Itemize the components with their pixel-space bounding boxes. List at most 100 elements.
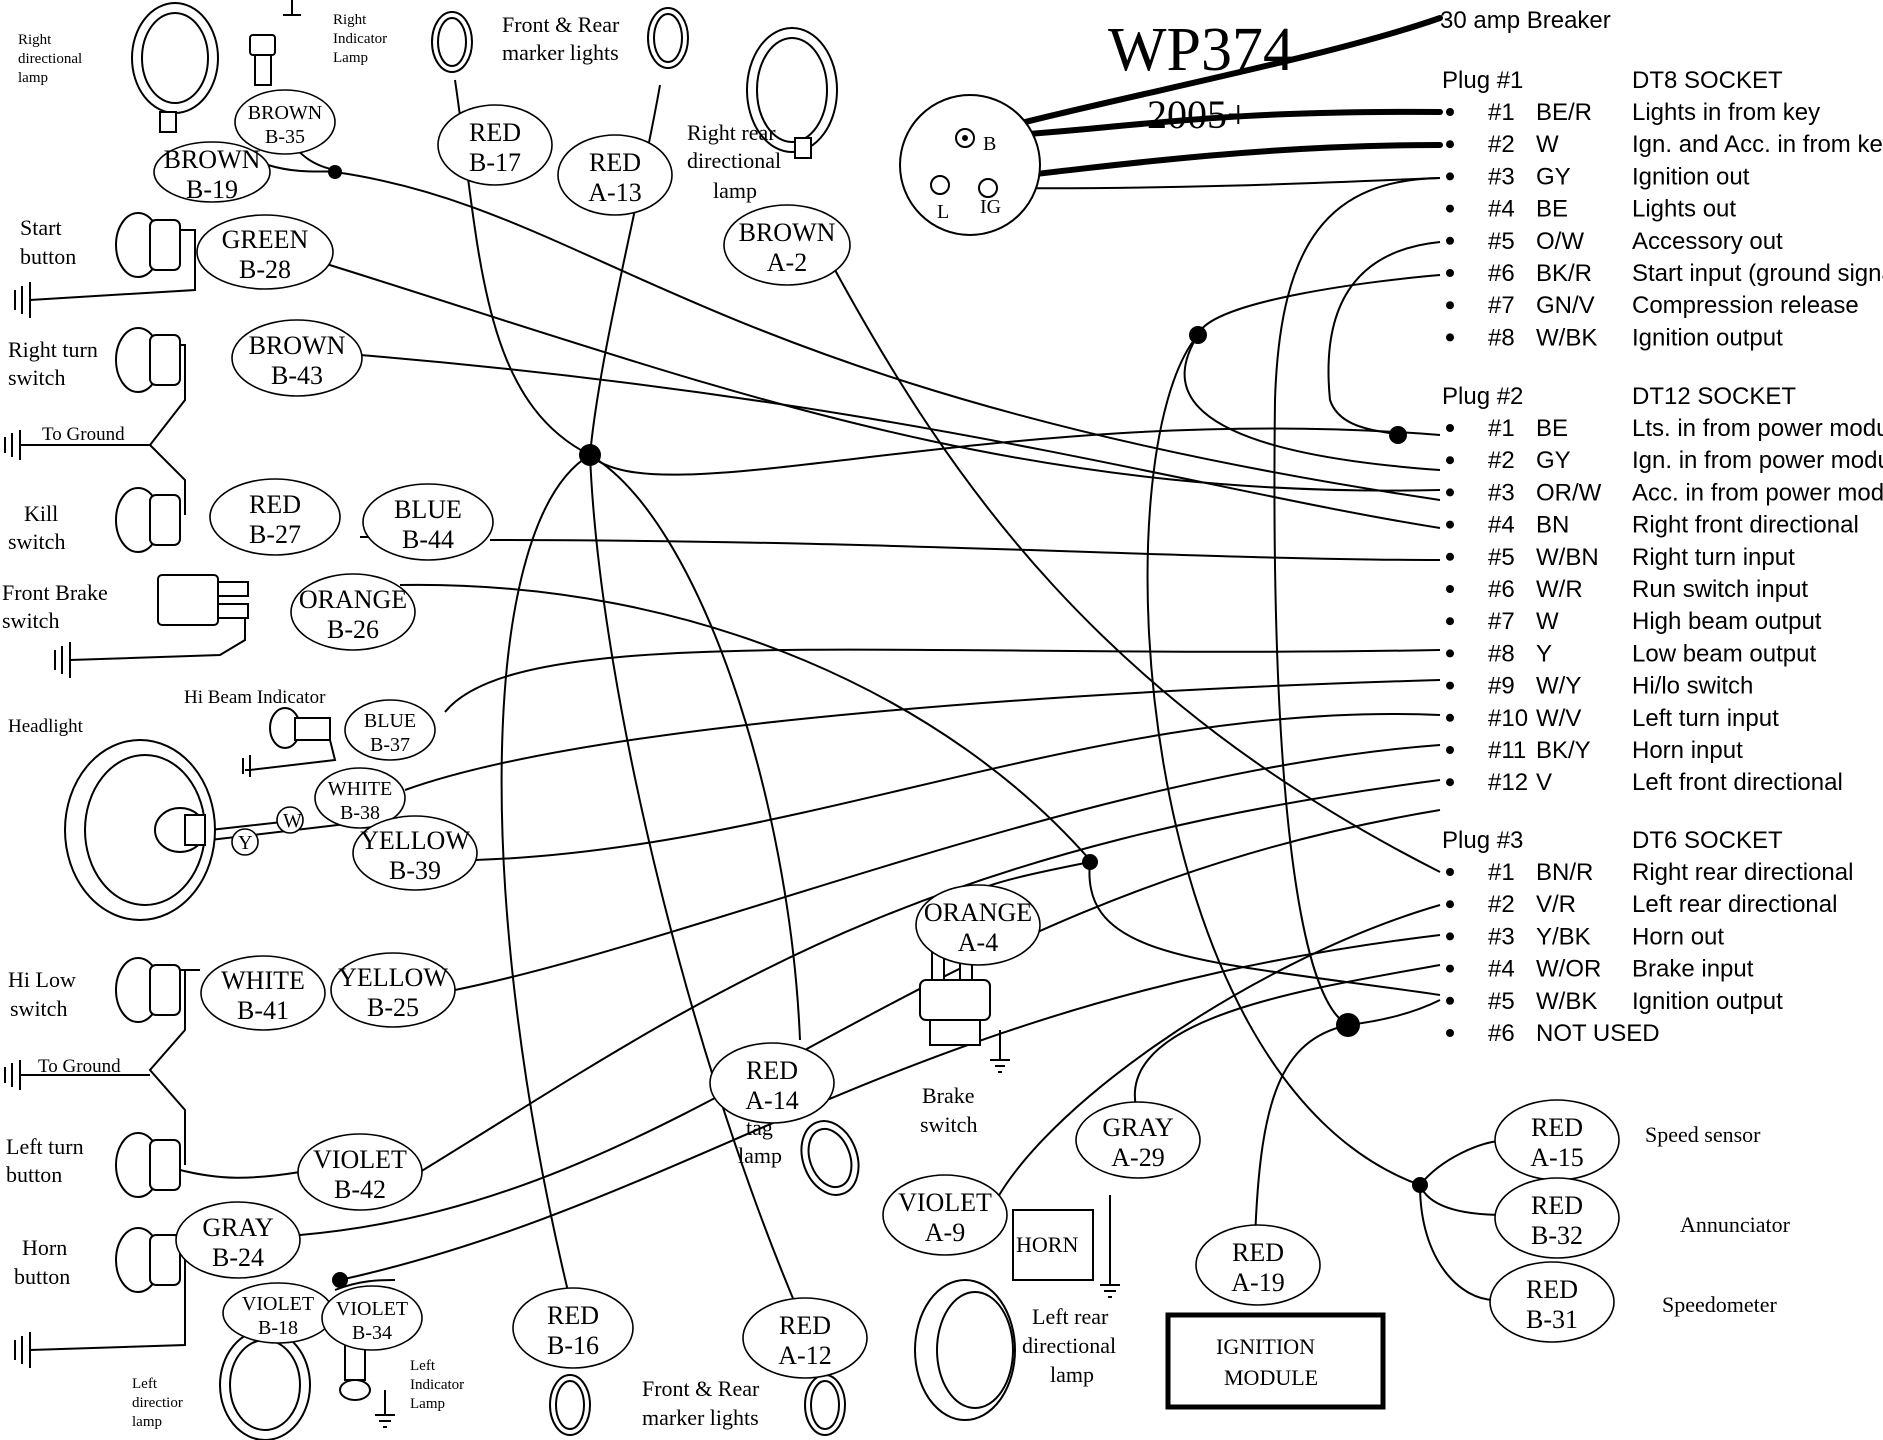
pin-bullet: [1446, 552, 1454, 561]
wire-color-label: BLUE: [364, 710, 416, 732]
pin-bullet: [1446, 456, 1454, 465]
pin-number: #5: [1488, 544, 1515, 571]
ground-icon: [990, 1030, 1010, 1073]
pin-number: #1: [1488, 859, 1515, 886]
pin-description: Right rear directional: [1632, 859, 1853, 886]
wire-code-label: B-32: [1531, 1221, 1583, 1250]
wire-color-label: YELLOW: [338, 963, 448, 992]
left-indicator-lamp-icon: [344, 1344, 366, 1381]
pin-description: Right front directional: [1632, 512, 1859, 539]
wire-a2: [834, 269, 1441, 873]
left-turn-to-b42: [179, 1169, 301, 1179]
wire-b32: [1419, 1184, 1506, 1216]
headlight-y-label: Y: [238, 832, 252, 854]
pin-bullet: [1446, 108, 1454, 116]
wire-label-ellipse: [915, 884, 1041, 966]
wire-a29: [1133, 964, 1441, 1121]
pin-wire-color: BE/R: [1536, 99, 1592, 126]
plug1-socket: DT8 SOCKET: [1632, 67, 1783, 94]
wire-brown-right: [334, 171, 1441, 501]
pin-description: Right turn input: [1632, 544, 1795, 571]
ground-icon: [4, 430, 21, 460]
wire-o-w-loop: [1327, 241, 1441, 436]
wire-label-ellipse: [153, 141, 271, 203]
wire-code-label: B-35: [265, 126, 305, 148]
wire-color-label: ORANGE: [299, 585, 407, 614]
terminal-ig: IG: [980, 196, 1001, 218]
pin-number: #4: [1488, 512, 1515, 539]
wire-code-label: B-44: [402, 525, 454, 554]
pin-bullet: [1446, 172, 1454, 181]
pin-number: #8: [1488, 324, 1515, 351]
pin-wire-color: GY: [1536, 163, 1571, 190]
pin-number: #2: [1488, 131, 1515, 158]
pin-bullet: [1446, 140, 1454, 149]
wire-b39: [474, 713, 1441, 861]
pin-description: Ign. in from power module: [1632, 447, 1883, 474]
wire-color-label: GRAY: [1102, 1113, 1174, 1142]
plug2-socket: DT12 SOCKET: [1632, 383, 1796, 410]
wire-code-label: A-14: [745, 1086, 798, 1115]
front-brake-switch-icon[interactable]: [157, 574, 219, 626]
wire-label-ellipse: [209, 478, 341, 556]
wire-label-ellipse: [437, 104, 553, 186]
wire-label-ellipse: [200, 955, 326, 1031]
pin-description: Lights out: [1632, 196, 1736, 223]
horn-icon: [1012, 1209, 1094, 1281]
hibeam-ground: [245, 739, 337, 771]
wire-color-label: BROWN: [164, 145, 261, 174]
wire-code-label: A-13: [588, 178, 641, 207]
ground-icon: [375, 1390, 395, 1428]
junction-dot-b19: [328, 165, 342, 179]
pin-wire-color: W/OR: [1536, 956, 1601, 983]
diagram-subtitle: 2005+: [1147, 92, 1250, 137]
right-turn-switch-label: Right turn switch: [8, 337, 103, 390]
wire-bk-r: [1197, 274, 1441, 336]
pin-description: Ign. and Acc. in from key: [1632, 131, 1883, 158]
wire-hub-to-plug2: [589, 427, 1441, 476]
pin-bullet: [1446, 746, 1454, 754]
pin-number: #1: [1488, 415, 1515, 442]
to-ground-label-1: To Ground: [42, 424, 125, 445]
pin-bullet: [1446, 868, 1454, 876]
pin-wire-color: W/BK: [1536, 988, 1597, 1015]
wire-b24: [299, 809, 1441, 1236]
left-turn-button-label: Left turn button: [6, 1134, 89, 1187]
pin-number: #3: [1488, 923, 1515, 950]
wire-color-label: WHITE: [221, 966, 305, 995]
pin-bullet: [1446, 713, 1454, 722]
pin-number: #7: [1488, 608, 1515, 635]
key-switch: B L IG: [899, 94, 1041, 236]
pin-description: Low beam output: [1632, 640, 1816, 667]
pin-bullet: [1446, 204, 1454, 213]
pin-wire-color: W/Y: [1536, 673, 1581, 700]
pin-bullet: [1446, 649, 1454, 658]
front-brake-ground-wire: [69, 610, 246, 661]
terminal-l: L: [937, 201, 949, 223]
pin-description: Ignition output: [1632, 988, 1783, 1015]
pin-wire-color: BN/R: [1536, 859, 1593, 886]
wires: [20, 15, 1511, 1361]
brake-switch-icon[interactable]: [919, 979, 991, 1021]
wire-code-label: A-2: [767, 248, 807, 277]
wire-b28: [319, 261, 1441, 492]
wire-label-ellipse: [723, 204, 851, 286]
pin-bullet: [1446, 585, 1454, 593]
